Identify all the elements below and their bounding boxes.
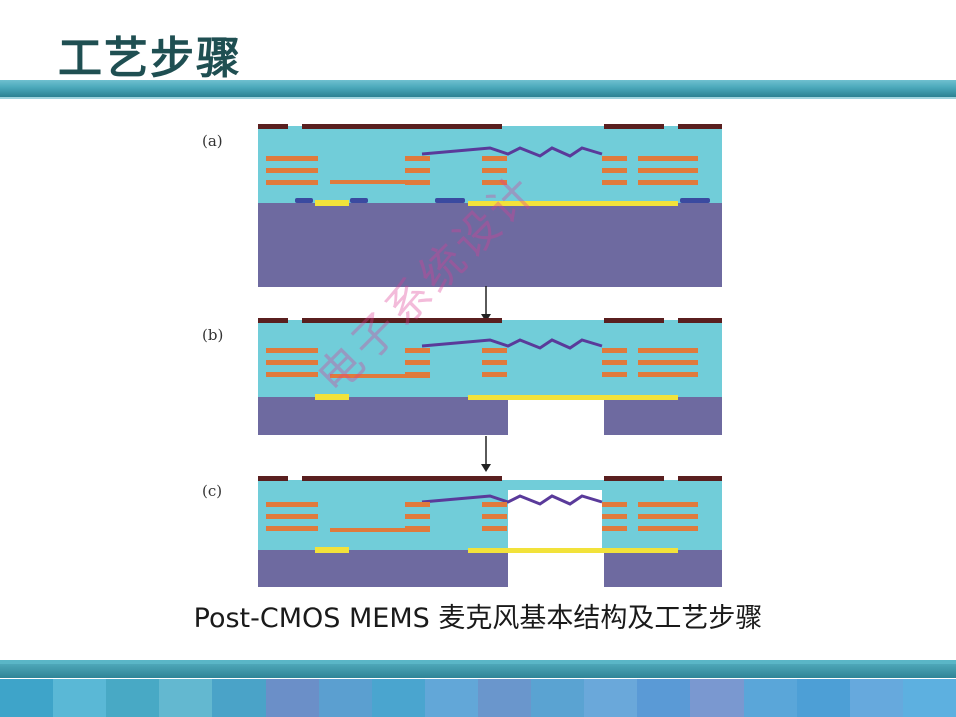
- panel-label-a: (a): [202, 132, 223, 150]
- panel-b-cross-section: [258, 318, 722, 435]
- process-figure: (a) (b) (c): [190, 118, 735, 593]
- title-divider-line: [0, 97, 956, 99]
- footer-mosaic: [0, 679, 956, 717]
- figure-caption: Post-CMOS MEMS 麦克风基本结构及工艺步骤: [193, 603, 763, 634]
- panel-label-b: (b): [202, 326, 224, 344]
- panel-a-cross-section: [258, 124, 722, 287]
- panel-c-cross-section: [258, 476, 722, 587]
- footer-bar: [0, 664, 956, 678]
- footer-line: [0, 660, 956, 664]
- title-divider-bar: [0, 80, 956, 97]
- process-diagram: [258, 124, 722, 587]
- slide-title: 工艺步骤: [58, 33, 242, 84]
- panel-label-c: (c): [202, 482, 223, 500]
